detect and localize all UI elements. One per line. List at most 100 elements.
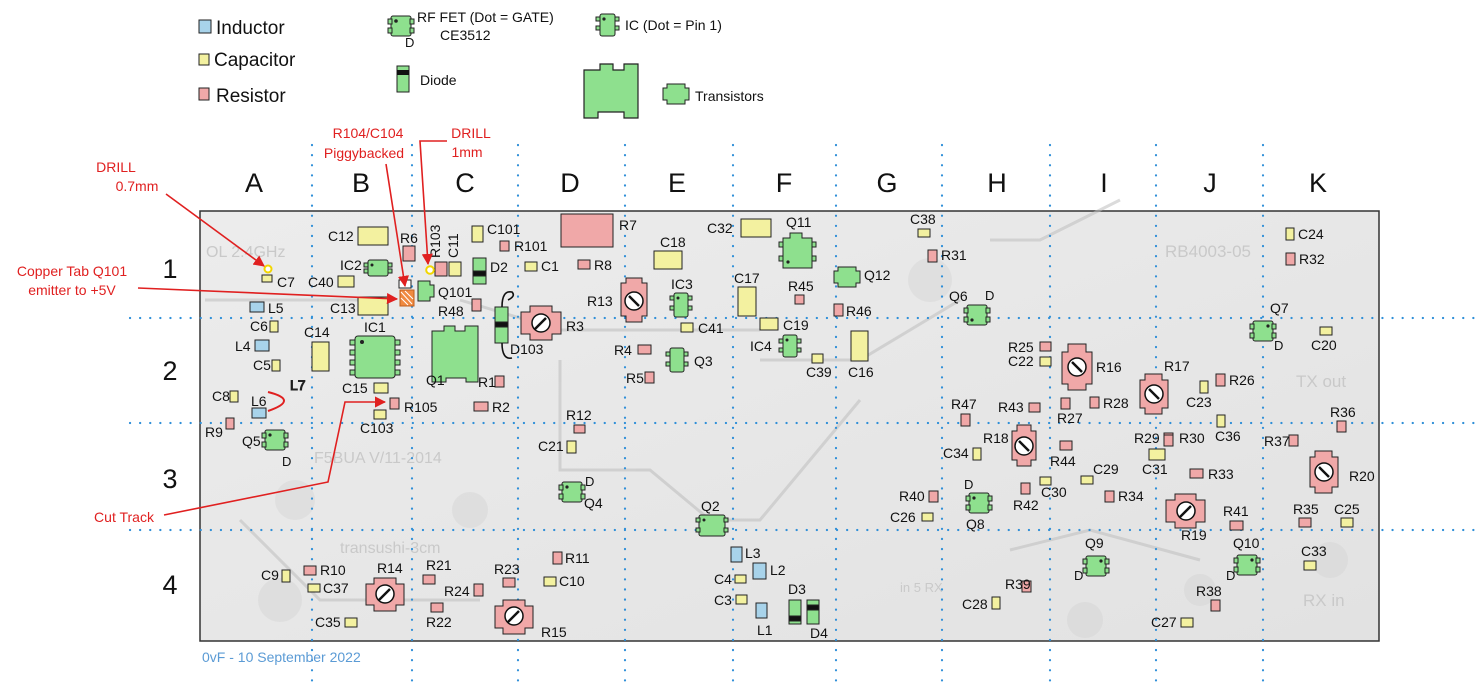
part-label-ic1: IC1 [364, 319, 386, 335]
part-label-c19: C19 [783, 317, 809, 333]
part-c8: C8 [212, 388, 239, 404]
part-c11: C11 [445, 233, 462, 277]
part-label-c39: C39 [806, 364, 832, 380]
column-label-d: D [560, 168, 580, 198]
legend-transistors-label: Transistors [695, 88, 764, 104]
part-label-c34: C34 [943, 445, 969, 461]
part-r18: R18 [983, 424, 1037, 467]
components: C7 L5 C6 L4 C5 C8 L6 L7 R9 Q5 D C12 R6 I… [205, 211, 1375, 641]
part-c1: C1 [524, 258, 559, 274]
part-label-l4: L4 [235, 338, 251, 354]
part-label-q6: Q6 [949, 288, 968, 304]
part-label-r3: R3 [566, 318, 584, 334]
part-r4: R4 [614, 342, 652, 358]
part-label-ic3: IC3 [671, 276, 693, 292]
grid-labels: A B C D E F G H I J K 1 2 3 4 [162, 168, 1327, 600]
column-label-i: I [1100, 168, 1108, 198]
column-label-h: H [987, 168, 1007, 198]
board-silk-tx-out: TX out [1296, 372, 1346, 391]
part-r28: R28 [1089, 395, 1129, 411]
annotation-copper-arrow [137, 287, 399, 305]
part-c34: C34 [943, 445, 982, 461]
part-label-c15: C15 [342, 380, 368, 396]
part-q9: Q9 D [1074, 535, 1110, 583]
part-label-c21: C21 [538, 438, 564, 454]
part-label-r30: R30 [1179, 430, 1205, 446]
part-label-c26: C26 [890, 509, 916, 525]
part-r16: R16 [1061, 343, 1122, 391]
part-label-c101: C101 [487, 221, 521, 237]
part-r21: R21 [422, 557, 452, 585]
legend-resistor-swatch [198, 87, 210, 101]
part-label-r34: R34 [1118, 488, 1144, 504]
part-label-c13: C13 [330, 300, 356, 316]
part-c4: C4 [714, 571, 747, 587]
part-label-l6: L6 [251, 393, 267, 409]
part-c27: C27 [1151, 614, 1194, 630]
part-label-c103: C103 [360, 420, 394, 436]
board-silk-author: F5BUA V/11-2014 [314, 450, 442, 467]
legend-capacitor-label: Capacitor [214, 50, 296, 71]
part-label-r11: R11 [565, 550, 590, 566]
annotation-drill-1-line2: 1mm [451, 144, 482, 160]
part-label-r47: R47 [951, 396, 977, 412]
part-r36: R36 [1330, 404, 1356, 433]
part-r32: R32 [1285, 251, 1325, 267]
legend-capacitor-swatch [198, 53, 210, 66]
board-silk-top-right: RB4003-05 [1165, 242, 1251, 261]
part-c14: C14 [304, 324, 330, 372]
annotation-drill-1-arrow [419, 140, 447, 266]
annotation-drill-07-line1: DRILL [96, 159, 136, 175]
part-label-r21: R21 [426, 557, 452, 573]
part-label-c29: C29 [1093, 461, 1119, 477]
part-c28: C28 [962, 596, 1001, 612]
part-label-q5: Q5 [242, 433, 261, 449]
part-label-q11: Q11 [786, 214, 812, 230]
part-label-r20: R20 [1349, 468, 1375, 484]
legend-rf-fet-icon [387, 15, 415, 37]
part-r41: R41 [1223, 503, 1249, 531]
part-label-r25: R25 [1008, 339, 1034, 355]
annotation-r104-line1: R104/C104 [333, 125, 404, 141]
part-c16: C16 [848, 330, 874, 380]
part-r39: R39 [1005, 576, 1032, 593]
part-q6: Q6 D [949, 288, 994, 326]
part-l7-label: L7 [290, 377, 306, 393]
part-label-r14: R14 [377, 560, 403, 576]
part-label-c12: C12 [328, 228, 354, 244]
part-q12: Q12 [833, 266, 891, 288]
part-label-r2: R2 [492, 399, 510, 415]
part-l1: L1 [755, 602, 773, 638]
part-label-r32: R32 [1299, 251, 1325, 267]
part-c19: C19 [759, 317, 809, 333]
part-r43: R43 [998, 399, 1041, 415]
part-label-r18: R18 [983, 430, 1009, 446]
row-label-2: 2 [162, 356, 177, 386]
part-c10: C10 [543, 573, 585, 589]
part-label-d103: D103 [510, 341, 544, 357]
annotation-r104-arrow [385, 163, 409, 288]
part-label-q10: Q10 [1233, 535, 1260, 551]
drill-hole-07mm [263, 264, 273, 274]
column-label-a: A [245, 168, 263, 198]
board-silk-in-rx: in 5 RX [900, 580, 943, 595]
part-c22: C22 [1008, 353, 1052, 369]
annotation-drill-1-line1: DRILL [451, 125, 491, 141]
part-label-r40: R40 [899, 488, 925, 504]
part-label-r103: R103 [427, 224, 443, 258]
part-c29: C29 [1080, 461, 1119, 485]
part-label-c8: C8 [212, 388, 230, 404]
part-d2: D2 [472, 257, 508, 285]
part-label-c11: C11 [445, 233, 461, 258]
part-r22: R22 [426, 602, 452, 630]
part-label-r35: R35 [1293, 501, 1319, 517]
pcb-board-outline [199, 210, 1380, 642]
part-ic1: IC1 [349, 319, 401, 379]
part-label-d3: D3 [788, 581, 806, 597]
part-label-r17: R17 [1164, 358, 1190, 374]
part-label-d2: D2 [490, 259, 508, 275]
grid-lines [128, 143, 1477, 690]
part-ic2: IC2 [340, 257, 393, 277]
part-label-r38: R38 [1196, 583, 1222, 599]
column-label-k: K [1309, 168, 1327, 198]
